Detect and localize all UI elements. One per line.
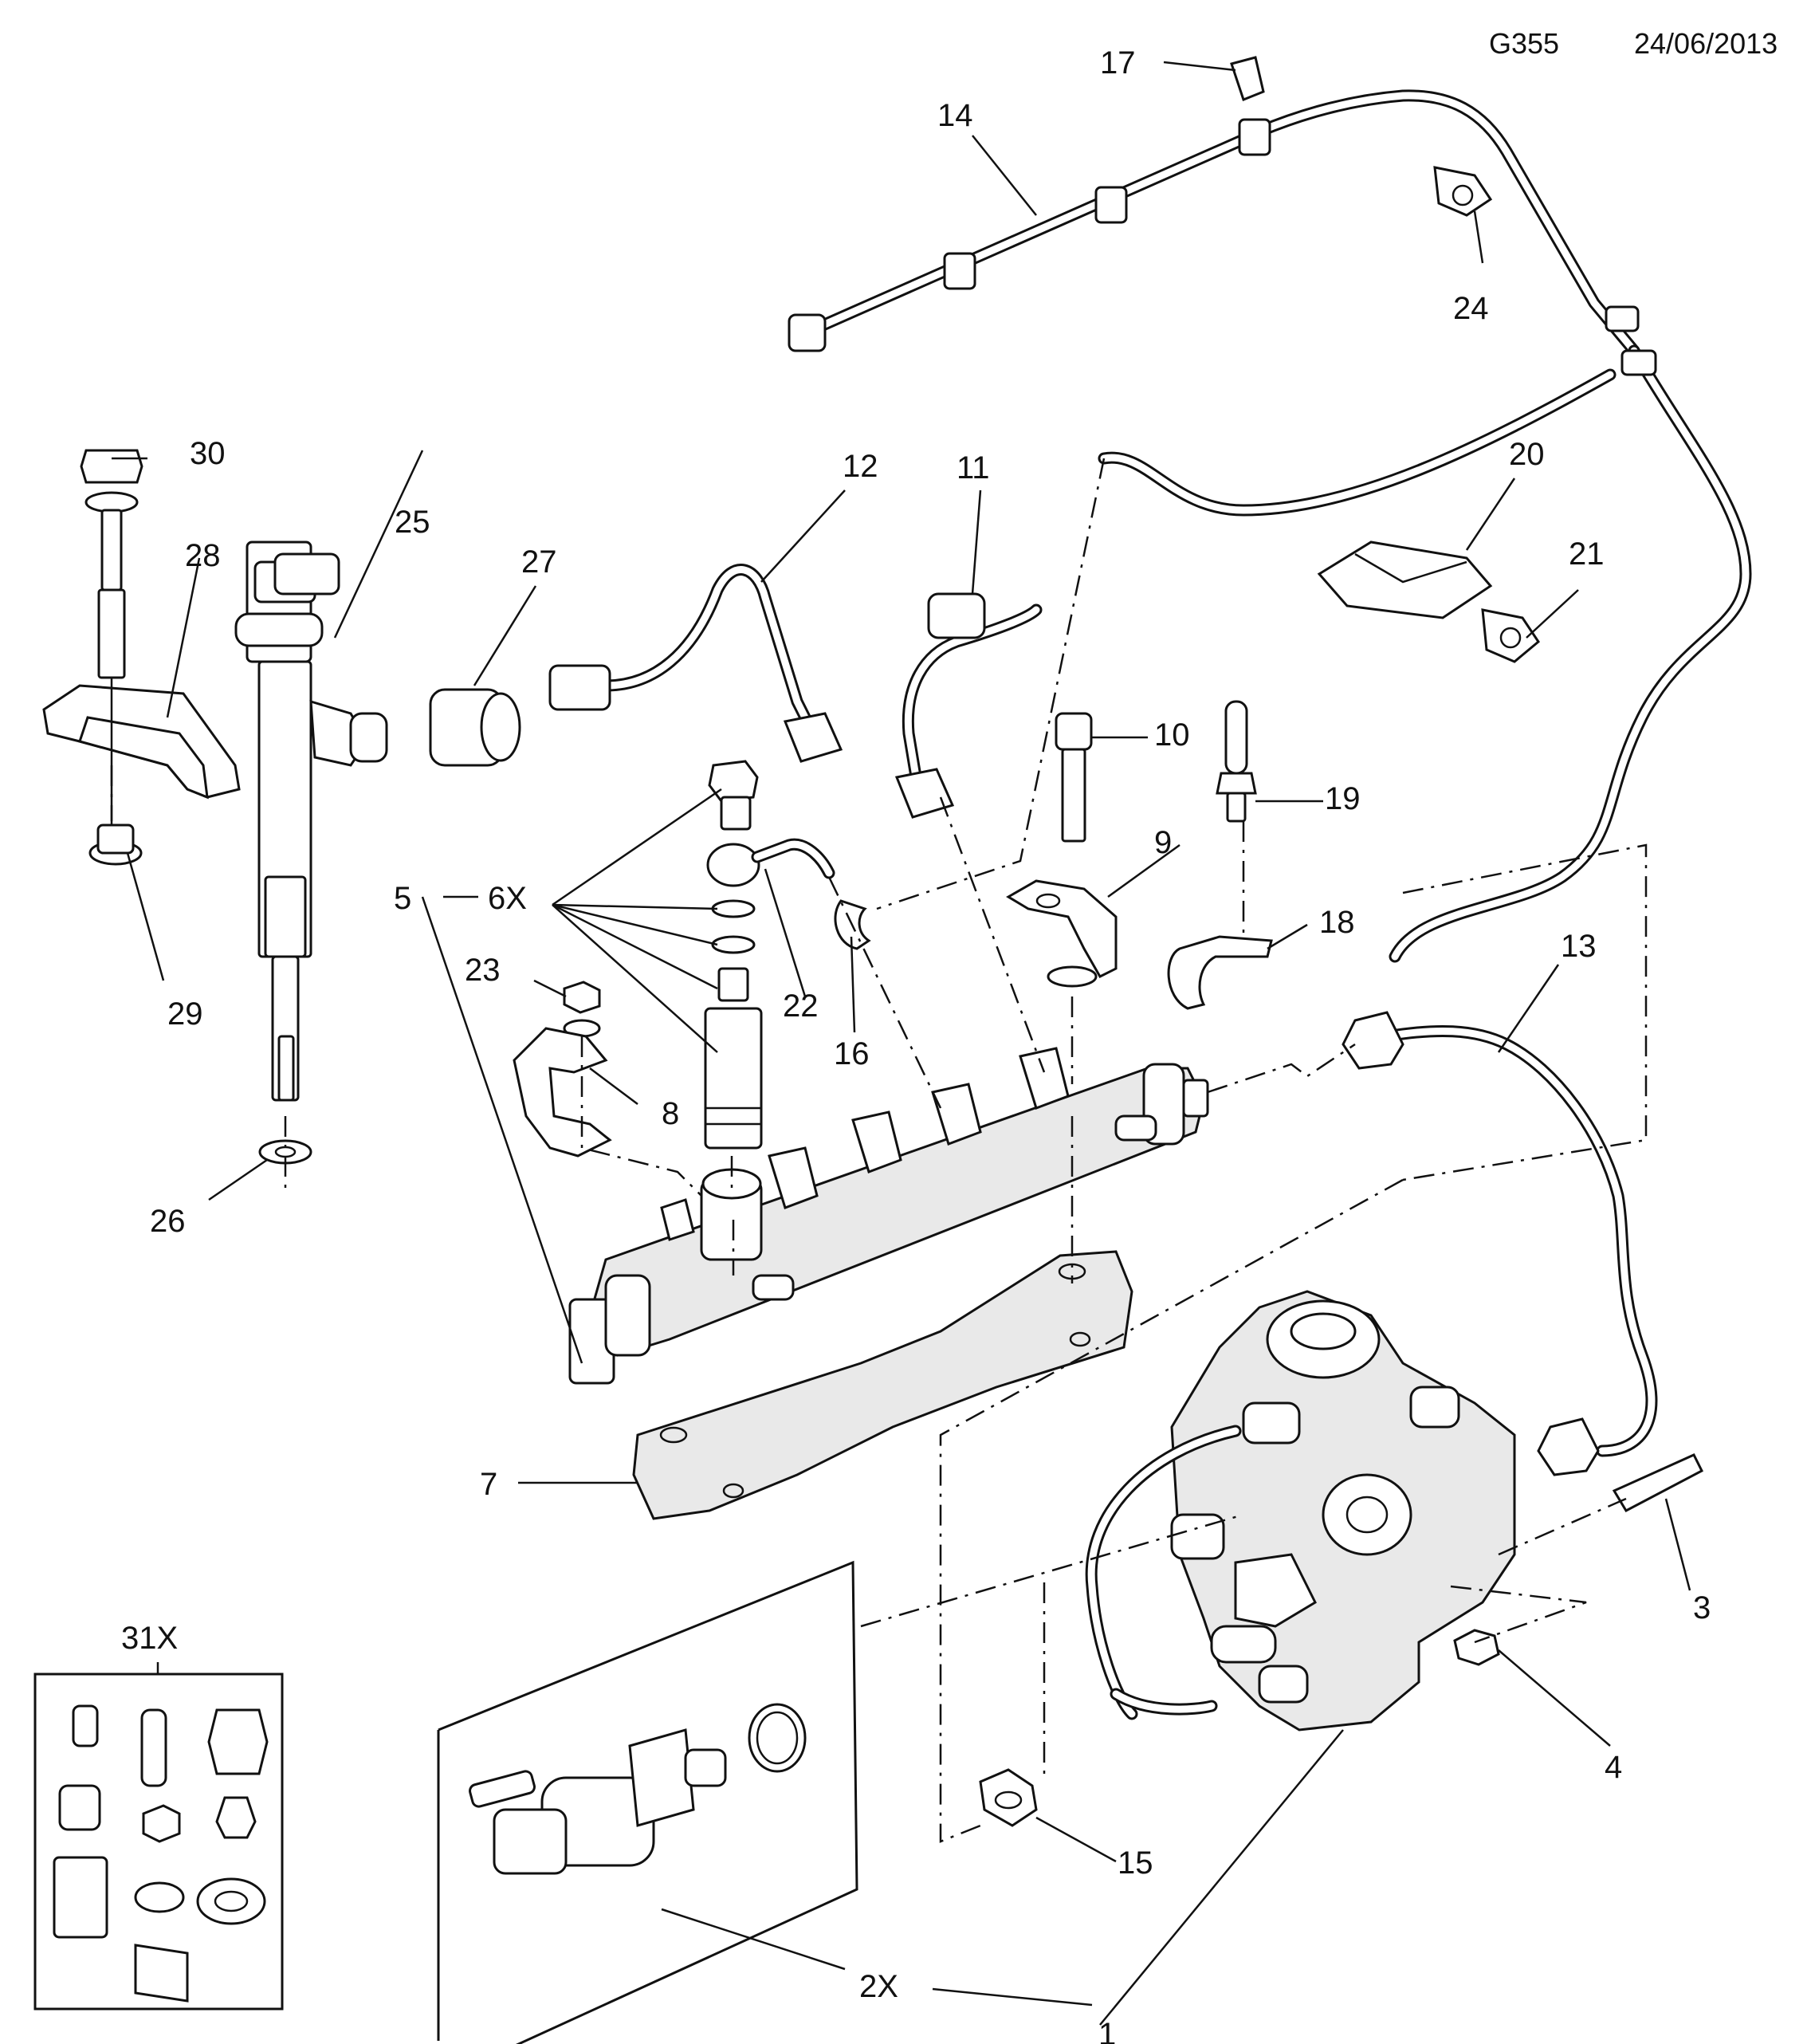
clip-21[interactable] xyxy=(1481,608,1540,663)
callout-23: 23 xyxy=(465,953,501,988)
hose-tee xyxy=(1238,118,1271,156)
clip-24[interactable] xyxy=(1433,166,1493,217)
leak-off-hose-assembly[interactable] xyxy=(788,89,1752,963)
sealing-washer[interactable] xyxy=(711,899,756,954)
diagram-code: G355 xyxy=(1489,27,1560,60)
sleeve-29[interactable] xyxy=(88,823,143,866)
nut-4[interactable] xyxy=(1453,1629,1500,1666)
bolt-30[interactable] xyxy=(80,449,143,821)
callout-1: 1 xyxy=(1098,2017,1116,2044)
callout-labels: 1 2X 3 4 5 6X 7 8 9 10 11 12 13 14 15 16… xyxy=(121,45,1711,2044)
callout-26: 26 xyxy=(150,1204,186,1239)
bracket-20[interactable] xyxy=(1317,540,1493,619)
connector-27[interactable] xyxy=(429,688,521,767)
fuel-rail-5[interactable] xyxy=(568,1047,1209,1385)
clip-15[interactable] xyxy=(979,1768,1038,1827)
callout-4: 4 xyxy=(1605,1750,1622,1785)
callout-7: 7 xyxy=(480,1467,497,1502)
callout-20: 20 xyxy=(1509,437,1545,472)
callout-28: 28 xyxy=(185,538,221,573)
hose-tee xyxy=(1094,186,1128,224)
repair-kit-31x[interactable] xyxy=(33,1673,284,2011)
bracket-8[interactable] xyxy=(513,1027,612,1158)
callout-17: 17 xyxy=(1100,45,1136,81)
stud-19[interactable] xyxy=(1216,700,1257,823)
injector-25[interactable] xyxy=(234,540,388,1102)
callout-13: 13 xyxy=(1561,929,1597,964)
pipe-13[interactable] xyxy=(1342,1011,1658,1476)
hose-clip xyxy=(1620,349,1657,376)
bolt-3[interactable] xyxy=(1612,1453,1703,1512)
high-pressure-pump-1[interactable] xyxy=(1170,1290,1516,1732)
callout-9: 9 xyxy=(1154,825,1172,860)
callout-12: 12 xyxy=(843,449,878,484)
callout-31x: 31X xyxy=(121,1621,178,1656)
callout-18: 18 xyxy=(1319,905,1355,940)
rail-bracket-7[interactable] xyxy=(632,1250,1133,1520)
pipe-12[interactable] xyxy=(548,564,843,763)
hose-clip xyxy=(1605,305,1640,332)
callout-5: 5 xyxy=(394,881,411,916)
callout-14: 14 xyxy=(937,98,973,133)
clip-18[interactable] xyxy=(1167,935,1273,1010)
hose-tee xyxy=(943,252,976,290)
bolt-10[interactable] xyxy=(1055,712,1093,843)
nut-23[interactable] xyxy=(563,981,601,1038)
banjo-bolt-6x[interactable] xyxy=(708,760,759,831)
hose-end-connector xyxy=(788,313,827,352)
pipe-11[interactable] xyxy=(894,592,1043,819)
banjo-fitting[interactable] xyxy=(706,838,835,887)
callout-21: 21 xyxy=(1569,537,1605,572)
clip-17[interactable] xyxy=(1230,56,1265,101)
pressure-valve-kit-2x[interactable] xyxy=(437,1560,858,2044)
callout-6x: 6X xyxy=(488,881,527,916)
callout-16: 16 xyxy=(834,1036,870,1071)
valve-sleeve[interactable] xyxy=(704,967,763,1150)
callout-2x: 2X xyxy=(859,1969,898,2004)
callout-24: 24 xyxy=(1453,291,1489,326)
callout-10: 10 xyxy=(1154,717,1190,753)
callout-29: 29 xyxy=(167,996,203,1032)
callout-22: 22 xyxy=(783,989,819,1024)
callout-25: 25 xyxy=(395,505,430,540)
callout-27: 27 xyxy=(521,544,557,580)
diagram-date: 24/06/2013 xyxy=(1634,27,1778,60)
clamp-28[interactable] xyxy=(42,684,241,800)
callout-8: 8 xyxy=(662,1096,679,1131)
callout-15: 15 xyxy=(1118,1845,1153,1881)
pump-feed-hose xyxy=(1085,1425,1242,1720)
bracket-9[interactable] xyxy=(1006,879,1118,988)
leader-lines xyxy=(112,61,1691,2026)
callout-19: 19 xyxy=(1325,781,1361,816)
callout-30: 30 xyxy=(190,436,226,471)
assembly-centerlines xyxy=(110,458,1648,1843)
callout-11: 11 xyxy=(957,450,990,485)
callout-3: 3 xyxy=(1693,1590,1711,1625)
